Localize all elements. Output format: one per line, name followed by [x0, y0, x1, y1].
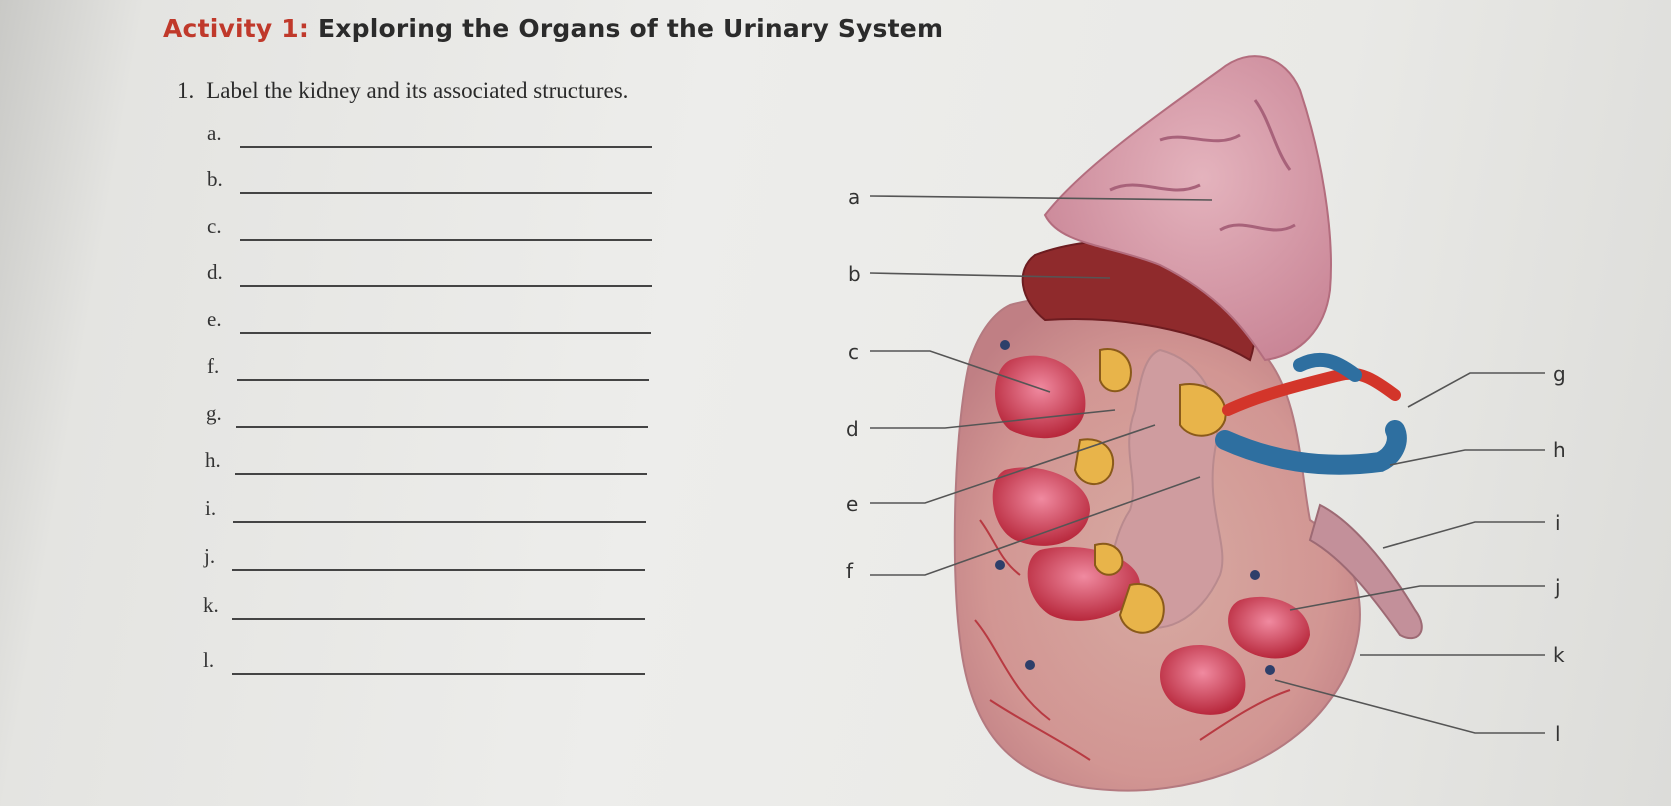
- interlobar-vessels: [974, 519, 1291, 761]
- renal-pyramid: [1160, 644, 1246, 715]
- answer-row-i: i.: [205, 493, 675, 527]
- diagram-label-e: e: [846, 492, 858, 516]
- leader-line-l: [1274, 679, 1545, 734]
- diagram-label-h: h: [1553, 438, 1566, 462]
- answer-row-d: d.: [207, 257, 677, 291]
- vessel-dot: [1025, 660, 1035, 670]
- answer-blank-g[interactable]: [236, 426, 648, 428]
- diagram-label-k: k: [1553, 643, 1565, 667]
- leader-line-e: [870, 424, 1156, 504]
- answer-letter: d.: [207, 260, 223, 284]
- adrenal-texture: [1109, 99, 1296, 232]
- answer-row-f: f.: [207, 351, 677, 385]
- leader-line-c: [870, 350, 1051, 393]
- vessel-dot: [1265, 665, 1275, 675]
- answer-letter: b.: [207, 167, 223, 191]
- answer-blank-e[interactable]: [240, 332, 651, 334]
- answer-row-e: e.: [207, 304, 677, 338]
- diagram-label-i: i: [1555, 511, 1561, 535]
- diagram-label-a: a: [848, 185, 860, 209]
- answer-letter: j.: [204, 544, 216, 568]
- answer-blank-b[interactable]: [240, 192, 652, 194]
- answer-row-h: h.: [205, 445, 675, 479]
- leader-line-j: [1289, 585, 1545, 611]
- answer-letter: c.: [207, 214, 222, 238]
- vessel-dot: [1000, 340, 1010, 350]
- answer-letter: e.: [207, 307, 222, 331]
- answer-letter: a.: [207, 121, 222, 145]
- answer-letter: l.: [203, 648, 215, 672]
- answer-row-g: g.: [206, 398, 676, 432]
- leader-lines: [869, 195, 1545, 734]
- answer-blank-d[interactable]: [240, 285, 652, 287]
- answer-letter: k.: [203, 593, 219, 617]
- vessel-dot: [1250, 570, 1260, 580]
- vessel-dot: [995, 560, 1005, 570]
- minor-calyx: [1179, 383, 1227, 437]
- leader-line-g: [1407, 372, 1545, 408]
- activity-number: Activity 1:: [163, 14, 310, 43]
- minor-calyx: [1094, 542, 1124, 576]
- answer-row-c: c.: [207, 211, 677, 245]
- leader-line-h: [1389, 449, 1545, 466]
- answer-blank-k[interactable]: [232, 618, 645, 620]
- answer-blank-i[interactable]: [233, 521, 646, 523]
- question-1: 1. Label the kidney and its associated st…: [177, 78, 628, 104]
- renal-pyramid: [995, 355, 1086, 439]
- diagram-label-l: l: [1555, 722, 1561, 746]
- renal-vein-branch: [1293, 352, 1362, 382]
- answer-letter: i.: [205, 496, 217, 520]
- answer-blank-c[interactable]: [240, 239, 652, 241]
- leader-line-a: [869, 195, 1213, 201]
- leader-line-f: [870, 476, 1201, 576]
- diagram-label-j: j: [1554, 575, 1561, 599]
- adrenal-gland: [1043, 55, 1332, 362]
- activity-title: Exploring the Organs of the Urinary Syst…: [318, 14, 944, 43]
- answer-blank-a[interactable]: [240, 146, 652, 148]
- answer-letter: g.: [206, 401, 222, 425]
- minor-calyx: [1099, 348, 1132, 393]
- minor-calyx: [1118, 583, 1165, 634]
- minor-calyx: [1073, 438, 1115, 485]
- question-text: Label the kidney and its associated stru…: [206, 78, 629, 103]
- ureter: [1308, 503, 1423, 640]
- diagram-label-g: g: [1553, 362, 1566, 386]
- answer-blank-h[interactable]: [235, 473, 647, 475]
- answer-row-k: k.: [203, 590, 673, 624]
- renal-pyramid: [992, 467, 1090, 546]
- answer-row-b: b.: [207, 164, 677, 198]
- diagram-label-b: b: [848, 262, 861, 286]
- activity-heading: Activity 1: Exploring the Organs of the …: [163, 14, 943, 43]
- answer-row-l: l.: [203, 645, 673, 679]
- answer-blank-j[interactable]: [232, 569, 645, 571]
- leader-line-d: [870, 409, 1116, 429]
- answer-letter: f.: [207, 354, 220, 378]
- renal-artery: [1222, 367, 1401, 416]
- leader-line-i: [1382, 521, 1545, 549]
- diagram-label-f: f: [846, 559, 854, 583]
- answer-letter: h.: [205, 448, 221, 472]
- answer-blank-f[interactable]: [237, 379, 649, 381]
- answer-blank-l[interactable]: [232, 673, 645, 675]
- diagram-label-c: c: [848, 340, 859, 364]
- answer-row-j: j.: [204, 541, 674, 575]
- question-number: 1.: [177, 78, 195, 103]
- renal-pyramid: [1228, 596, 1310, 659]
- leader-line-b: [869, 272, 1111, 279]
- diagram-label-d: d: [846, 417, 859, 441]
- answer-row-a: a.: [207, 118, 677, 152]
- renal-vein: [1215, 420, 1407, 475]
